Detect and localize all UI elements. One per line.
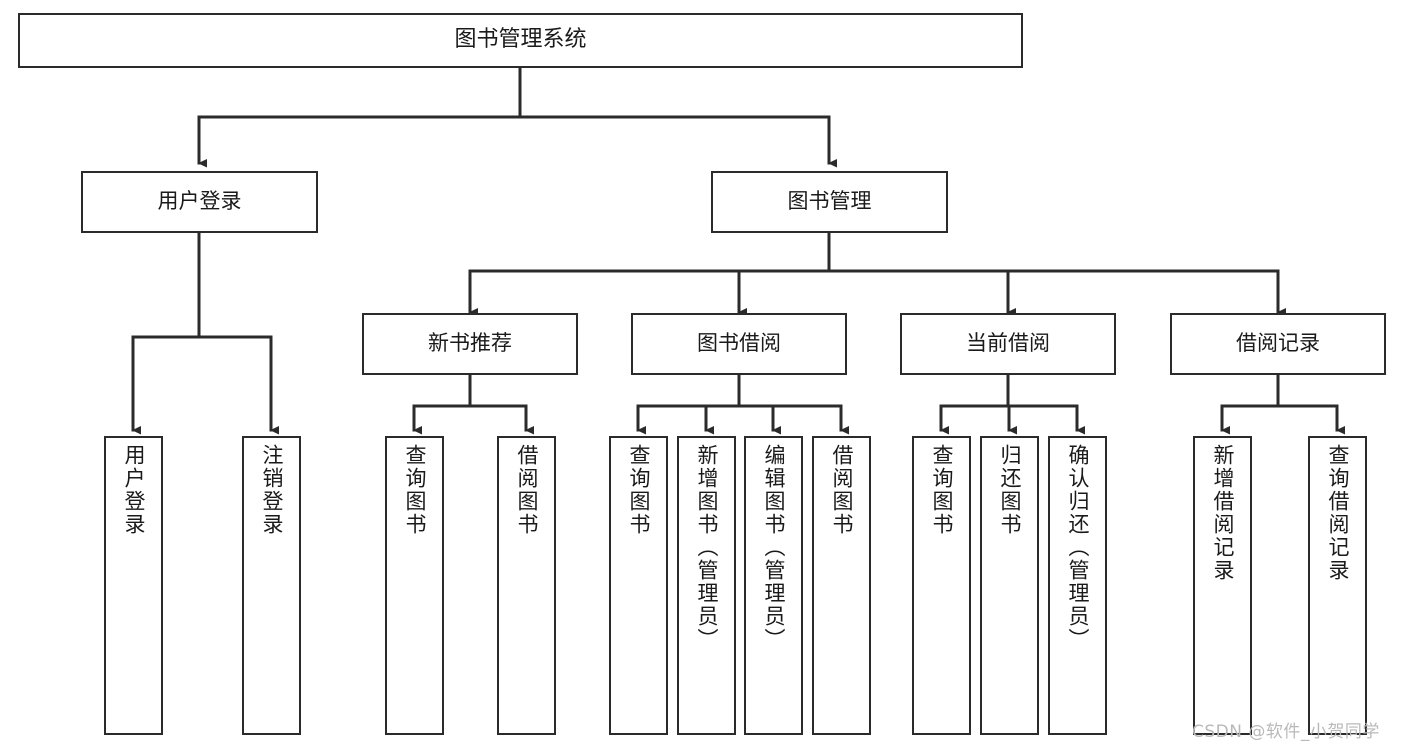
node-leaf-logout-login[interactable]: 注销登录 (242, 436, 301, 735)
node-root[interactable]: 图书管理系统 (18, 13, 1023, 68)
node-leaf-query-book-2-label: 查询图书 (627, 444, 651, 536)
node-leaf-borrow-book-2[interactable]: 借阅图书 (812, 436, 871, 735)
node-leaf-query-record[interactable]: 查询借阅记录 (1308, 436, 1367, 735)
node-leaf-query-record-label: 查询借阅记录 (1326, 444, 1350, 582)
node-leaf-query-book-3[interactable]: 查询图书 (912, 436, 971, 735)
node-leaf-add-book-label: 新增图书（管理员） (695, 444, 719, 651)
node-leaf-borrow-book-1[interactable]: 借阅图书 (497, 436, 556, 735)
node-borrow-record[interactable]: 借阅记录 (1170, 313, 1386, 375)
node-book-manage[interactable]: 图书管理 (711, 171, 948, 233)
node-leaf-logout-login-label: 注销登录 (260, 444, 284, 536)
node-book-manage-label: 图书管理 (787, 189, 872, 214)
node-leaf-add-record-label: 新增借阅记录 (1211, 444, 1235, 582)
node-leaf-return-book-label: 归还图书 (998, 444, 1022, 536)
node-leaf-user-login[interactable]: 用户登录 (104, 436, 163, 735)
node-book-borrow[interactable]: 图书借阅 (631, 313, 847, 375)
node-user-login-label: 用户登录 (157, 189, 242, 214)
node-leaf-confirm-return-label: 确认归还（管理员） (1066, 444, 1090, 651)
node-user-login[interactable]: 用户登录 (81, 171, 318, 233)
node-leaf-query-book-1[interactable]: 查询图书 (385, 436, 444, 735)
node-root-label: 图书管理系统 (454, 27, 587, 53)
node-leaf-borrow-book-2-label: 借阅图书 (830, 444, 854, 536)
node-leaf-add-record[interactable]: 新增借阅记录 (1193, 436, 1252, 735)
node-leaf-edit-book[interactable]: 编辑图书（管理员） (744, 436, 803, 735)
node-leaf-borrow-book-1-label: 借阅图书 (515, 444, 539, 536)
node-leaf-confirm-return[interactable]: 确认归还（管理员） (1048, 436, 1107, 735)
node-current-borrow[interactable]: 当前借阅 (900, 313, 1116, 375)
node-borrow-record-label: 借阅记录 (1236, 331, 1320, 356)
node-leaf-query-book-2[interactable]: 查询图书 (609, 436, 668, 735)
node-book-borrow-label: 图书借阅 (697, 331, 781, 356)
node-current-borrow-label: 当前借阅 (966, 331, 1050, 356)
node-leaf-add-book[interactable]: 新增图书（管理员） (677, 436, 736, 735)
node-leaf-query-book-1-label: 查询图书 (403, 444, 427, 536)
node-leaf-query-book-3-label: 查询图书 (930, 444, 954, 536)
node-new-book-recommend-label: 新书推荐 (428, 331, 512, 356)
node-leaf-return-book[interactable]: 归还图书 (980, 436, 1039, 735)
node-new-book-recommend[interactable]: 新书推荐 (362, 313, 578, 375)
node-leaf-user-login-label: 用户登录 (122, 444, 146, 536)
node-leaf-edit-book-label: 编辑图书（管理员） (762, 444, 786, 651)
